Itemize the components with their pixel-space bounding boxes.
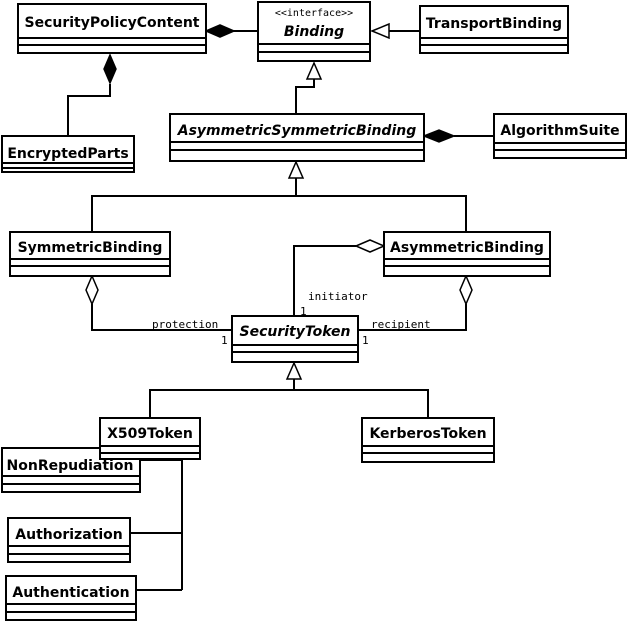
class-kerberos-token[interactable]: KerberosToken [361,417,495,463]
role-protection-multiplicity: 1 [221,334,228,347]
aggregation-line-recipient [358,304,467,331]
class-name-x509-token: X509Token [107,426,193,442]
role-initiator: initiator [308,290,368,303]
generalization-line-asb [295,78,315,114]
class-symmetric-binding[interactable]: SymmetricBinding [9,231,171,277]
role-recipient: recipient [371,318,431,331]
class-name-algorithm-suite: AlgorithmSuite [500,123,619,139]
class-authentication[interactable]: Authentication [5,575,137,621]
generalization-triangle-bindings [287,160,305,179]
aggregation-diamond-recipient [459,274,473,306]
class-name-security-token: SecurityToken [239,324,350,340]
class-name-security-policy-content: SecurityPolicyContent [25,15,200,31]
class-security-token[interactable]: SecurityToken [231,315,359,363]
class-asymmetric-binding[interactable]: AsymmetricBinding [383,231,551,277]
class-algorithm-suite[interactable]: AlgorithmSuite [493,113,627,159]
composition-diamond-policy [204,24,236,38]
generalization-triangle-tokens [285,361,303,380]
class-binding[interactable]: <<interface>> Binding [257,1,371,62]
class-name-symmetric-binding: SymmetricBinding [18,240,163,256]
class-transport-binding[interactable]: TransportBinding [419,5,569,54]
generalization-triangle-transport [370,22,390,40]
role-protection: protection [152,318,218,331]
class-name-encrypted-parts: EncryptedParts [7,146,128,162]
composition-diamond-encrypted [103,53,117,85]
composition-line-encrypted [67,84,111,136]
aggregation-line-protection [91,304,232,331]
role-initiator-multiplicity: 1 [300,305,307,318]
generalization-triangle-asb [305,61,323,80]
composition-diamond-algsuite [421,129,457,143]
class-asymmetric-symmetric-binding[interactable]: AsymmetricSymmetricBinding [169,113,425,162]
aggregation-line-initiator [293,245,356,316]
class-authorization[interactable]: Authorization [7,517,131,563]
class-name-asymmetric-symmetric-binding: AsymmetricSymmetricBinding [177,123,416,139]
role-recipient-multiplicity: 1 [362,334,369,347]
binding-stereotype: <<interface>> [275,8,353,19]
class-x509-token[interactable]: X509Token [99,417,201,460]
class-name-authentication: Authentication [12,585,129,601]
generalization-line-tokens [149,389,429,418]
class-name-authorization: Authorization [15,527,122,543]
generalization-line-symmetric [91,195,467,232]
class-name-asymmetric-binding: AsymmetricBinding [390,240,544,256]
class-security-policy-content[interactable]: SecurityPolicyContent [17,3,207,54]
class-name-binding: Binding [284,24,344,40]
class-encrypted-parts[interactable]: EncryptedParts [1,135,135,173]
class-name-non-repudiation: NonRepudiation [7,458,134,474]
class-name-transport-binding: TransportBinding [426,16,562,32]
class-name-kerberos-token: KerberosToken [369,426,486,442]
aggregation-diamond-initiator [354,239,386,253]
aggregation-diamond-protection [85,274,99,306]
